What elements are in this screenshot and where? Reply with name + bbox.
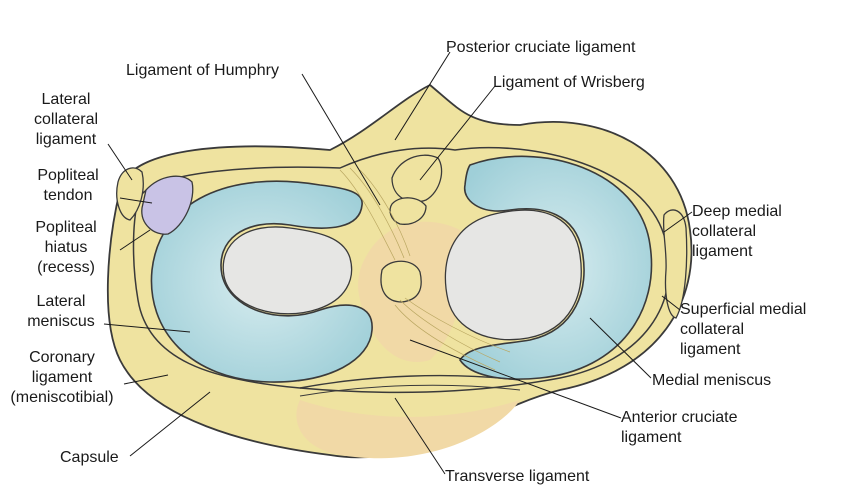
label-deep-medial: Deep medial collateral ligament xyxy=(692,203,782,260)
leader-lines xyxy=(103,51,693,475)
ligament-fibers xyxy=(339,167,511,371)
ligament-of-wrisberg xyxy=(389,197,427,225)
medial-tibial-surface xyxy=(444,209,582,341)
label-humphry: Ligament of Humphry xyxy=(126,62,279,79)
tibia-anterior-surface xyxy=(296,400,520,459)
medial-collateral-ligament xyxy=(662,209,688,319)
transverse-ligament-edge xyxy=(299,384,521,397)
transverse-ligament xyxy=(299,374,521,389)
label-wrisberg: Ligament of Wrisberg xyxy=(493,74,645,91)
label-lateral-meniscus: Lateral meniscus xyxy=(27,293,95,330)
anterior-cruciate-ligament xyxy=(380,260,422,303)
label-popliteal-tendon: Popliteal tendon xyxy=(37,167,99,204)
label-anterior-cruciate: Anterior cruciate ligament xyxy=(621,409,738,446)
label-transverse: Transverse ligament xyxy=(445,468,590,485)
label-coronary: Coronary ligament (meniscotibial) xyxy=(10,349,114,406)
popliteal-tendon xyxy=(141,175,194,235)
label-lateral-collateral: Lateral collateral ligament xyxy=(33,91,99,148)
label-medial-meniscus: Medial meniscus xyxy=(652,372,771,389)
label-popliteal-hiatus: Popliteal hiatus (recess) xyxy=(35,219,97,276)
lateral-tibial-surface xyxy=(222,226,353,315)
lateral-meniscus xyxy=(150,180,373,383)
label-posterior-cruciate: Posterior cruciate ligament xyxy=(446,39,636,56)
label-superficial-medial: Superficial medial collateral ligament xyxy=(680,301,807,358)
diagram-labels: Posterior cruciate ligament Ligament of … xyxy=(60,39,771,485)
lateral-collateral-ligament xyxy=(116,167,144,221)
label-capsule: Capsule xyxy=(60,449,119,466)
